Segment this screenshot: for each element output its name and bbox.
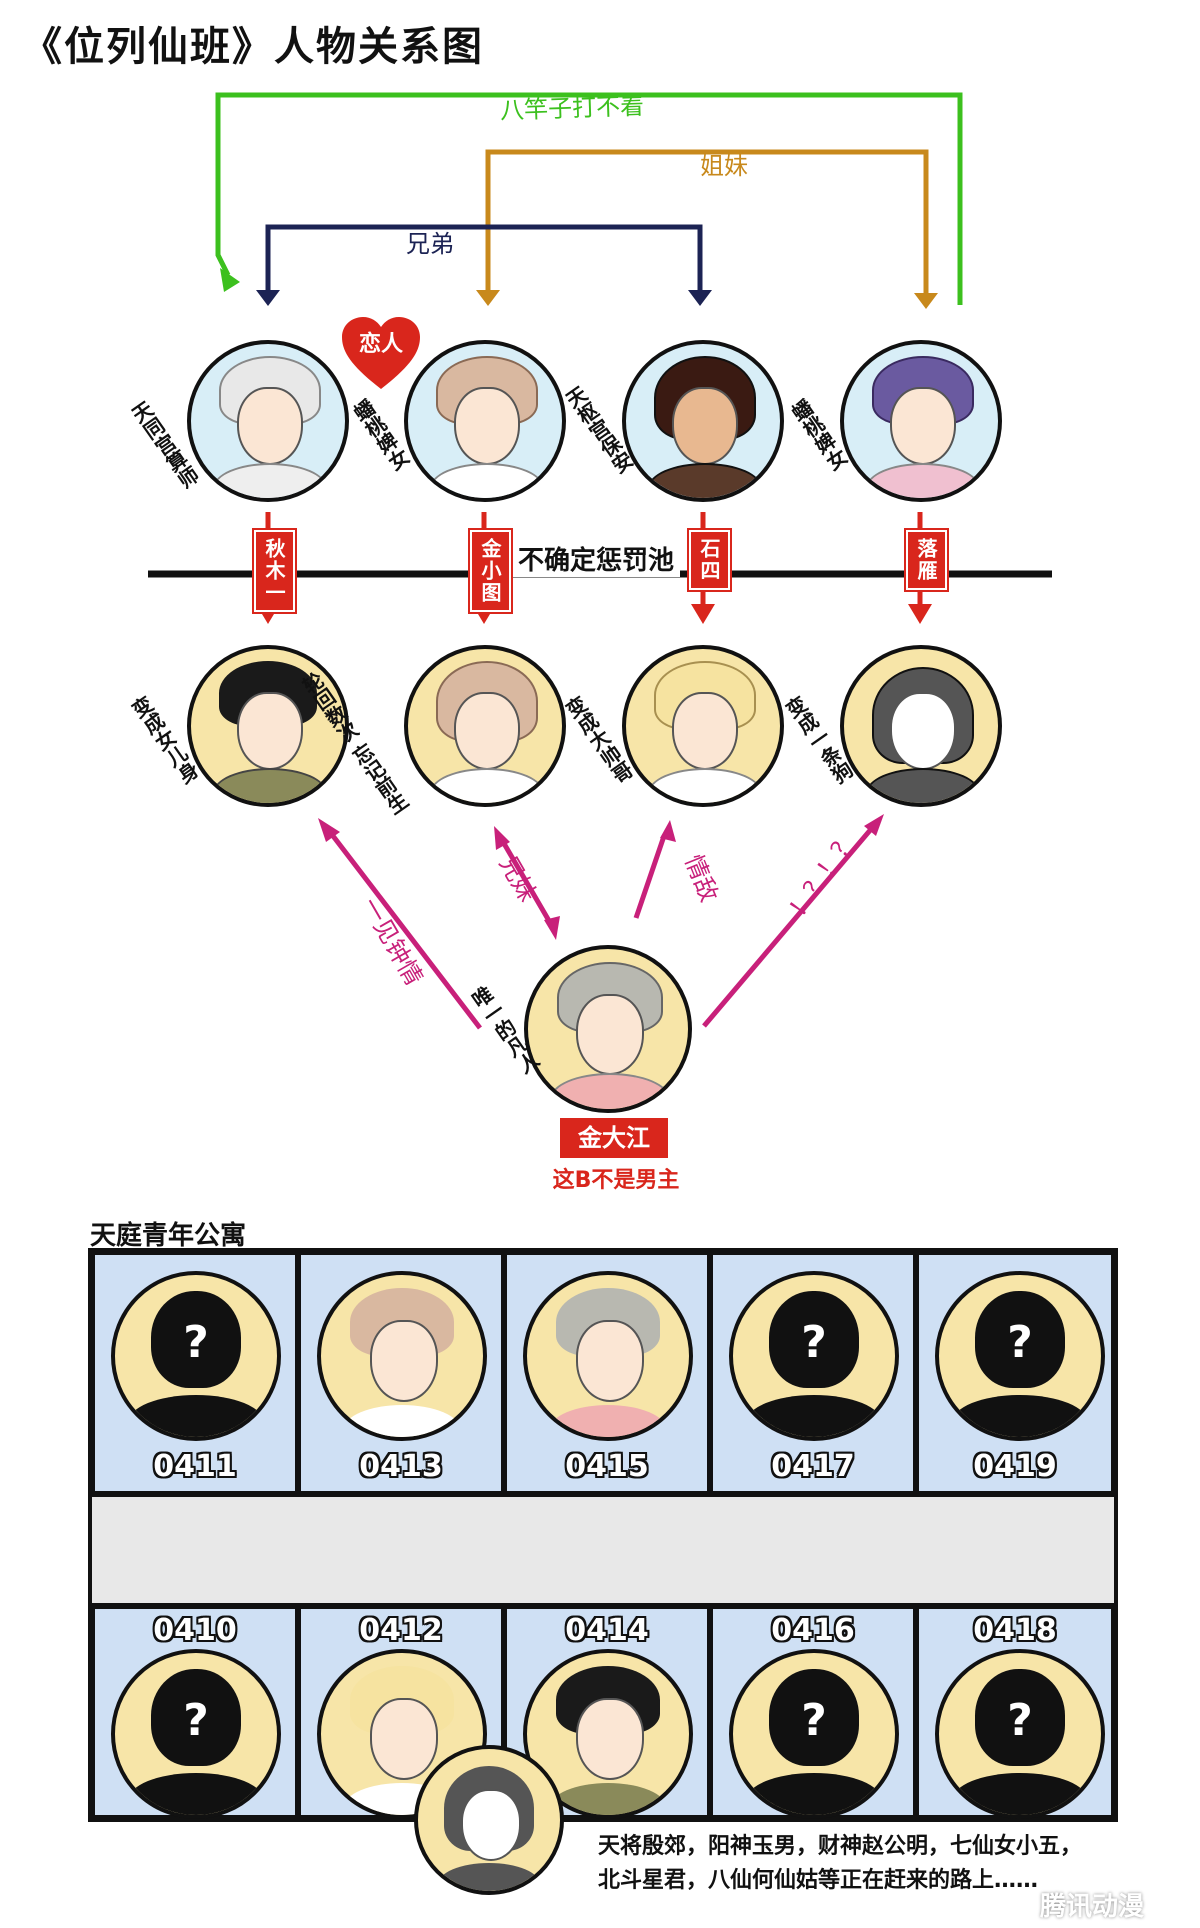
unknown-mark: ? — [183, 1317, 209, 1369]
avatar-top-3 — [622, 340, 784, 502]
room-number: 0410 — [153, 1613, 237, 1648]
room-avatar-0414 — [523, 1649, 693, 1819]
label-navy: 兄弟 — [406, 230, 454, 258]
room-avatar-0417: ? — [729, 1271, 899, 1441]
room-cell-0410: 0410 ? — [92, 1606, 298, 1819]
edge-green — [215, 92, 963, 305]
unknown-mark: ? — [1007, 1317, 1033, 1369]
edge-navy — [265, 224, 703, 298]
hallway — [92, 1494, 1114, 1606]
arrow-orange-left — [476, 290, 500, 306]
tag-luoyan: 落雁 — [904, 528, 949, 592]
room-number: 0412 — [359, 1613, 443, 1648]
dog-avatar — [414, 1745, 564, 1895]
room-cell-0414: 0414 — [504, 1606, 710, 1819]
room-avatar-0419: ? — [935, 1271, 1105, 1441]
room-cell-0417: ? 0417 — [710, 1252, 916, 1494]
avatar-bottom-1 — [187, 645, 349, 807]
tag-shisi: 石四 — [687, 528, 732, 592]
room-cell-0418: 0418 ? — [916, 1606, 1114, 1819]
punishment-pool-label: 不确定惩罚池 — [512, 540, 681, 577]
label-center-mid-right: 情敌 — [679, 851, 723, 906]
heart-label: 恋人 — [359, 331, 403, 357]
label-orange: 姐妹 — [700, 152, 748, 180]
room-cell-0411: ? 0411 — [92, 1252, 298, 1494]
label-center-right: ！？！？ — [784, 827, 862, 922]
apartment-title: 天庭青年公寓 — [90, 1221, 247, 1251]
page-title: 《位列仙班》人物关系图 — [22, 24, 484, 70]
arrow-orange-right — [914, 293, 938, 309]
avatar-top-4 — [840, 340, 1002, 502]
arrow-green — [220, 268, 240, 292]
avatar-bottom-3 — [622, 645, 784, 807]
avatar-center — [524, 945, 692, 1113]
room-number: 0414 — [565, 1613, 649, 1648]
apartment-grid: ? 0411 0413 0415 ? 0417 ? 0419 0410 ? 04… — [88, 1248, 1118, 1822]
tag-qiumuyi: 秋木一 — [252, 528, 297, 614]
watermark: 腾讯动漫 — [1040, 1892, 1145, 1922]
avatar-bottom-2 — [404, 645, 566, 807]
avatar-top-1 — [187, 340, 349, 502]
center-subtitle: 这B不是男主 — [552, 1168, 680, 1193]
room-number: 0413 — [359, 1449, 443, 1484]
note-line-2: 北斗星君，八仙何仙姑等正在赶来的路上…… — [598, 1868, 1039, 1893]
avatar-bottom-4 — [840, 645, 1002, 807]
room-avatar-0413 — [317, 1271, 487, 1441]
note-line-1: 天将殷郊，阳神玉男，财神赵公明，七仙女小五， — [598, 1834, 1083, 1859]
footer-note: 天将殷郊，阳神玉男，财神赵公明，七仙女小五， 北斗星君，八仙何仙姑等正在赶来的路… — [598, 1830, 1158, 1898]
avatar-top-2 — [404, 340, 566, 502]
room-avatar-0410: ? — [111, 1649, 281, 1819]
room-number: 0417 — [771, 1449, 855, 1484]
room-number: 0411 — [153, 1449, 237, 1484]
room-cell-0415: 0415 — [504, 1252, 710, 1494]
room-avatar-0418: ? — [935, 1649, 1105, 1819]
lovers-heart: 恋人 — [340, 315, 422, 391]
arrow-navy-left — [256, 290, 280, 306]
room-number: 0419 — [973, 1449, 1057, 1484]
unknown-mark: ? — [801, 1695, 827, 1747]
center-name-box: 金大江 — [560, 1118, 668, 1158]
unknown-mark: ? — [801, 1317, 827, 1369]
arrow-navy-right — [688, 290, 712, 306]
unknown-mark: ? — [183, 1695, 209, 1747]
unknown-mark: ? — [1007, 1695, 1033, 1747]
label-center-left: 一见钟情 — [356, 893, 428, 990]
heart-icon: 恋人 — [342, 317, 420, 389]
room-number: 0416 — [771, 1613, 855, 1648]
room-avatar-0411: ? — [111, 1271, 281, 1441]
magenta-edges — [318, 814, 884, 1030]
room-cell-0416: 0416 ? — [710, 1606, 916, 1819]
room-number: 0415 — [565, 1449, 649, 1484]
label-green: 八竿子打不着 — [500, 92, 645, 125]
room-number: 0418 — [973, 1613, 1057, 1648]
room-avatar-0415 — [523, 1271, 693, 1441]
room-cell-0419: ? 0419 — [916, 1252, 1114, 1494]
tag-jinxiaotu: 金小图 — [468, 528, 513, 614]
room-avatar-0416: ? — [729, 1649, 899, 1819]
room-cell-0413: 0413 — [298, 1252, 504, 1494]
